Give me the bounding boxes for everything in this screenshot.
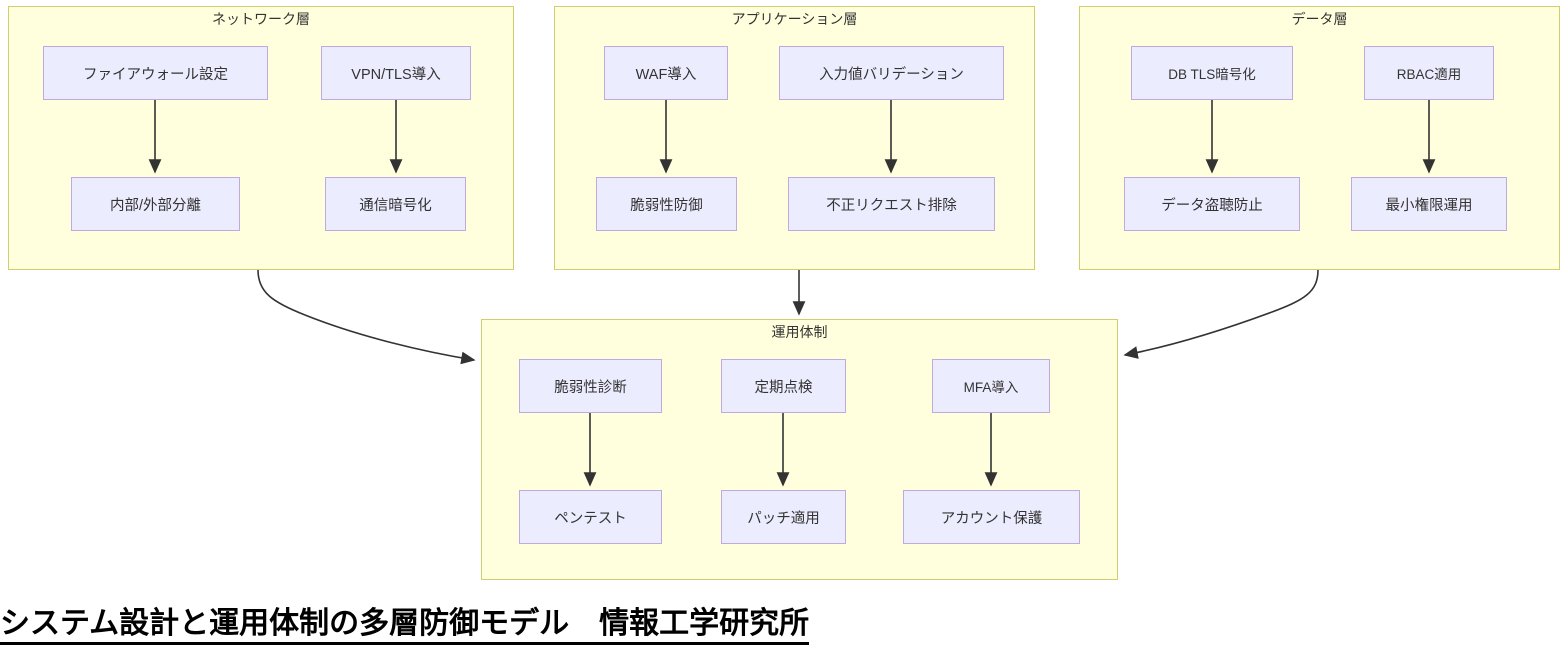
node-account-protection[interactable]: アカウント保護 [903, 490, 1080, 544]
node-internal-external-separation[interactable]: 内部/外部分離 [71, 177, 240, 231]
node-communication-encryption[interactable]: 通信暗号化 [325, 177, 466, 231]
cluster-application-label: アプリケーション層 [731, 11, 858, 27]
node-firewall[interactable]: ファイアウォール設定 [43, 46, 268, 100]
cluster-operations-label: 運用体制 [771, 324, 828, 340]
node-waf[interactable]: WAF導入 [604, 46, 728, 100]
node-db-tls-encryption[interactable]: DB TLS暗号化 [1131, 46, 1293, 100]
node-periodic-inspection[interactable]: 定期点検 [721, 359, 846, 413]
node-pentest[interactable]: ペンテスト [519, 490, 662, 544]
cluster-data-label: データ層 [1291, 11, 1348, 27]
edge-data-to-operations [1123, 269, 1319, 359]
node-vulnerability-assessment[interactable]: 脆弱性診断 [519, 359, 662, 413]
node-block-illegal-requests[interactable]: 不正リクエスト排除 [788, 177, 995, 231]
node-vpn-tls[interactable]: VPN/TLS導入 [321, 46, 471, 100]
node-input-validation[interactable]: 入力値バリデーション [779, 46, 1004, 100]
cluster-network-label: ネットワーク層 [212, 11, 310, 27]
node-patch-application[interactable]: パッチ適用 [721, 490, 846, 544]
node-least-privilege[interactable]: 最小権限運用 [1351, 177, 1507, 231]
diagram-caption: システム設計と運用体制の多層防御モデル 情報工学研究所 [0, 608, 810, 645]
edge-network-to-operations [257, 269, 476, 365]
node-prevent-data-eavesdropping[interactable]: データ盗聴防止 [1124, 177, 1300, 231]
node-rbac[interactable]: RBAC適用 [1364, 46, 1494, 100]
node-mfa[interactable]: MFA導入 [932, 359, 1050, 413]
node-vulnerability-defense[interactable]: 脆弱性防御 [596, 177, 737, 231]
